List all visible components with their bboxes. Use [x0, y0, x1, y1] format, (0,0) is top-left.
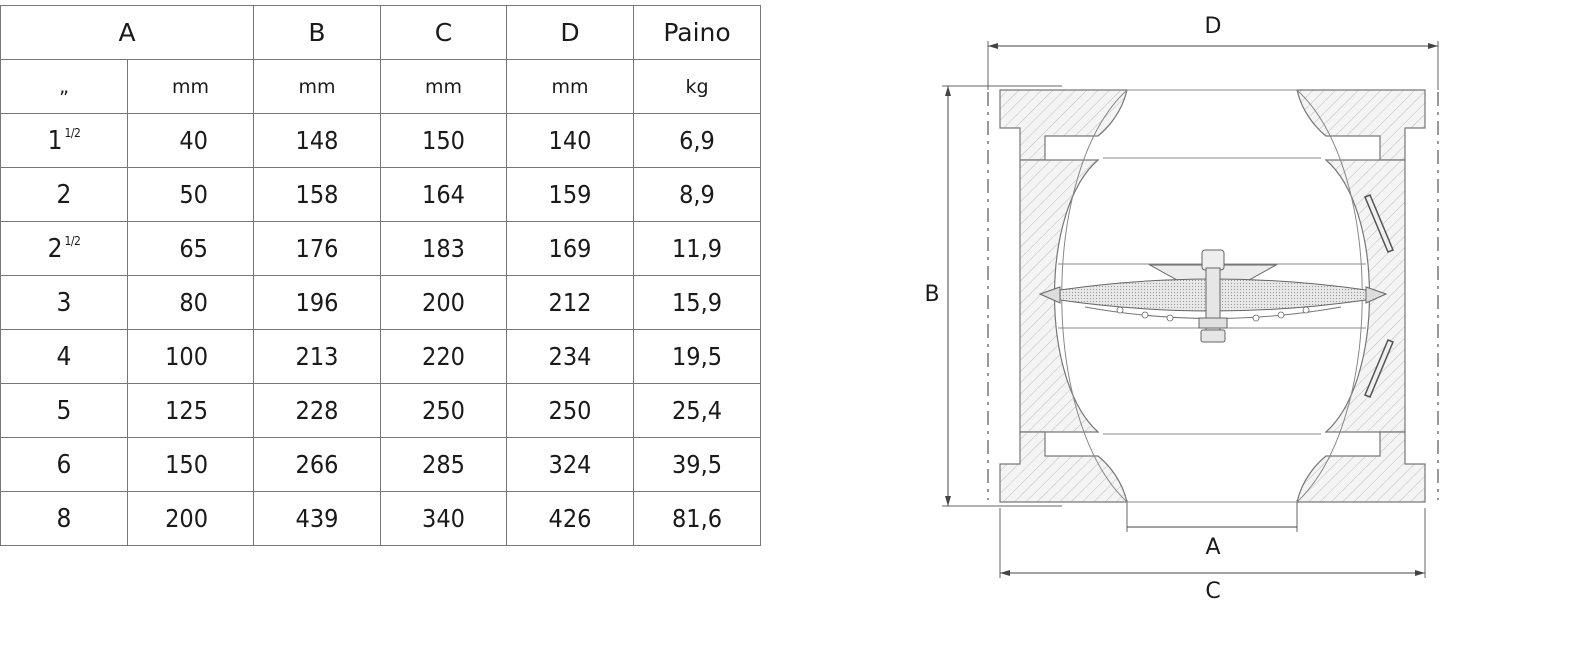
- cell-size-mm: 50: [127, 167, 254, 222]
- cell-d: 426: [506, 491, 634, 546]
- disc-assembly: [1038, 249, 1388, 343]
- cell-size-inch: 8: [0, 491, 128, 546]
- cell-d: 140: [506, 113, 634, 168]
- inch-whole: 5: [56, 395, 72, 426]
- inch-whole: 4: [56, 341, 72, 372]
- header-weight: Paino: [633, 5, 761, 60]
- valve-body: [999, 89, 1426, 503]
- cell-c: 285: [380, 437, 507, 492]
- dimension-b: B: [924, 85, 1062, 507]
- cell-size-mm: 125: [127, 383, 254, 438]
- label-a: A: [1205, 535, 1220, 560]
- inch-fraction: 1/2: [64, 125, 81, 140]
- dimension-d: D: [987, 14, 1439, 90]
- cell-size-inch: 5: [0, 383, 128, 438]
- label-d: D: [1205, 14, 1222, 39]
- cell-c: 200: [380, 275, 507, 330]
- cell-size-inch: 3: [0, 275, 128, 330]
- label-b: B: [924, 282, 939, 307]
- cell-weight: 19,5: [633, 329, 761, 384]
- inch-whole: 1: [47, 125, 63, 156]
- cell-weight: 15,9: [633, 275, 761, 330]
- dimension-a: A: [1126, 500, 1298, 560]
- cell-b: 158: [253, 167, 381, 222]
- cell-weight: 81,6: [633, 491, 761, 546]
- cell-c: 220: [380, 329, 507, 384]
- cell-size-mm: 150: [127, 437, 254, 492]
- unit-c-mm: mm: [380, 59, 507, 114]
- inch-whole: 2: [56, 179, 72, 210]
- inch-whole: 8: [56, 503, 72, 534]
- dimension-c: C: [999, 508, 1426, 604]
- cell-b: 148: [253, 113, 381, 168]
- label-c: C: [1205, 579, 1220, 604]
- cell-size-inch: 2: [0, 167, 128, 222]
- cell-d: 169: [506, 221, 634, 276]
- header-b: B: [253, 5, 381, 60]
- header-row: A B C D Paino: [0, 5, 761, 60]
- unit-d-mm: mm: [506, 59, 634, 114]
- cell-b: 266: [253, 437, 381, 492]
- cell-weight: 6,9: [633, 113, 761, 168]
- unit-kg: kg: [633, 59, 761, 114]
- cell-size-inch: 6: [0, 437, 128, 492]
- cell-d: 234: [506, 329, 634, 384]
- cell-c: 340: [380, 491, 507, 546]
- inch-whole: 6: [56, 449, 72, 480]
- cell-c: 250: [380, 383, 507, 438]
- cell-d: 212: [506, 275, 634, 330]
- cell-size-mm: 80: [127, 275, 254, 330]
- inch-whole: 3: [56, 287, 72, 318]
- header-d: D: [506, 5, 634, 60]
- inch-whole: 2: [47, 233, 63, 264]
- unit-b-mm: mm: [253, 59, 381, 114]
- cell-size-mm: 200: [127, 491, 254, 546]
- side-guides: [1364, 194, 1394, 398]
- cell-c: 183: [380, 221, 507, 276]
- unit-row: „ mm mm mm mm kg: [0, 59, 761, 114]
- cell-c: 150: [380, 113, 507, 168]
- inch-fraction: 1/2: [64, 233, 81, 248]
- cell-b: 196: [253, 275, 381, 330]
- cell-weight: 8,9: [633, 167, 761, 222]
- header-a: A: [0, 5, 254, 60]
- cell-b: 176: [253, 221, 381, 276]
- cell-weight: 39,5: [633, 437, 761, 492]
- cell-b: 228: [253, 383, 381, 438]
- unit-a-mm: mm: [127, 59, 254, 114]
- cell-d: 159: [506, 167, 634, 222]
- centerlines: [987, 92, 1439, 500]
